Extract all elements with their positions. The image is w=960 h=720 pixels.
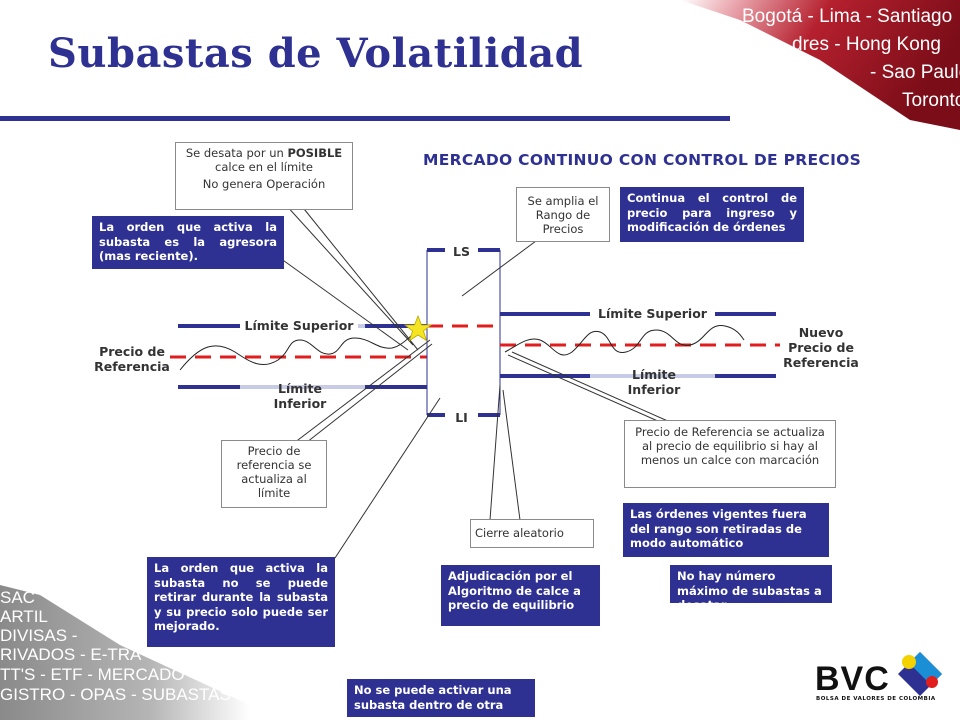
city-line-3: - Sao Paulo [870, 62, 960, 83]
limite-superior-left-label: Límite Superior [240, 318, 358, 333]
products-line-3: DIVISAS - [0, 626, 78, 645]
pointer-posible-b [299, 203, 419, 351]
pointer-posible-a [284, 203, 414, 346]
precio-referencia-label: Precio de Referencia [86, 344, 178, 374]
products-line-2: ARTIL [0, 607, 48, 626]
pointer-ref-equilibrio-a [507, 354, 661, 423]
limite-inferior-right-line2: Inferior [627, 382, 681, 397]
logo-circle-red-icon [926, 676, 938, 688]
city-banner-background [680, 0, 960, 130]
note-orden-agresora: La orden que activa la subasta es la agr… [92, 216, 284, 269]
note-cierre-aleatorio: Cierre aleatorio [470, 519, 594, 548]
limite-inferior-left-line1: Límite [277, 381, 322, 396]
pointer-agresora [279, 257, 409, 351]
ls-label: LS [445, 244, 478, 259]
trigger-star-icon [403, 314, 433, 342]
title-underline [0, 116, 730, 121]
logo-circle-yellow-icon [902, 655, 916, 669]
note-no-maximo: No hay número máximo de subastas a desat… [670, 565, 832, 612]
bvc-logo-text: BVC [815, 660, 890, 698]
note-amplia-rango: Se amplia el Rango de Precios [516, 187, 610, 242]
page-title: Subastas de Volatilidad [48, 30, 584, 77]
diagram-subtitle: MERCADO CONTINUO CON CONTROL DE PRECIOS [423, 151, 862, 169]
note-posible-calce-line1: Se desata por un POSIBLE calce en el lím… [180, 146, 348, 174]
nuevo-precio-line2: Precio de [788, 340, 854, 355]
note-no-activar: No se puede activar una subasta dentro d… [347, 679, 535, 717]
note-precio-ref-equilibrio: Precio de Referencia se actualiza al pre… [624, 420, 836, 488]
pointer-ref-limite-b [301, 343, 433, 447]
limite-inferior-right-line1: Límite [631, 367, 676, 382]
bvc-logo-tagline: BOLSA DE VALORES DE COLOMBIA [816, 696, 936, 702]
pointer-cierre-b [502, 389, 521, 521]
pointer-no-retirar [334, 397, 441, 559]
city-line-4: Toronto [902, 90, 960, 111]
city-banner: Bogotá - Lima - Santiago dres - Hong Kon… [680, 0, 960, 130]
products-line-4: RIVADOS - E-TRA [0, 645, 142, 664]
price-curve-right [504, 325, 745, 356]
pointer-ref-limite-a [289, 339, 431, 447]
li-label: LI [445, 410, 478, 425]
limite-inferior-right-label: Límite Inferior [616, 367, 692, 397]
note-posible-bold: POSIBLE [287, 146, 343, 160]
pointer-ref-equilibrio-b [511, 351, 671, 423]
products-banner-background [0, 585, 250, 720]
note-adjudicacion: Adjudicación por el Algoritmo de calce a… [441, 565, 600, 626]
nuevo-precio-referencia-label: Nuevo Precio de Referencia [776, 325, 866, 370]
note-posible-calce-line2: No genera Operación [202, 177, 326, 191]
note-posible-pre: Se desata por un [185, 146, 288, 160]
products-line-1: SAC [0, 588, 35, 607]
city-line-1: Bogotá - Lima - Santiago [742, 6, 953, 27]
precio-referencia-line2: Referencia [94, 359, 170, 374]
precio-referencia-line1: Precio de [99, 344, 165, 359]
products-banner: SAC ARTIL DIVISAS - RIVADOS - E-TRA TT'S… [0, 585, 250, 720]
note-ordenes-retiradas: Las órdenes vigentes fuera del rango son… [623, 503, 829, 557]
note-continua-control: Continua el control de precio para ingre… [620, 187, 804, 242]
nuevo-precio-line1: Nuevo [798, 325, 844, 340]
note-posible-calce: Se desata por un POSIBLE calce en el lím… [175, 142, 353, 210]
products-line-5: TT'S - ETF - MERCADO [0, 665, 185, 684]
price-curve-left [179, 329, 419, 371]
city-line-2: dres - Hong Kong [792, 34, 941, 55]
limite-inferior-left-line2: Inferior [273, 396, 327, 411]
note-posible-post: calce en el límite [215, 160, 313, 174]
nuevo-precio-line3: Referencia [783, 355, 859, 370]
limite-superior-right-label: Límite Superior [590, 306, 715, 321]
pointer-cierre-a [489, 384, 501, 521]
products-line-6: GISTRO - OPAS - SUBASTAS - [0, 685, 242, 704]
note-precio-ref-limite: Precio de referencia se actualiza al lím… [221, 440, 327, 508]
limite-inferior-left-label: Límite Inferior [262, 381, 338, 411]
pointer-amplia [461, 237, 541, 297]
note-orden-no-retirar: La orden que activa la subasta no se pue… [147, 557, 335, 647]
